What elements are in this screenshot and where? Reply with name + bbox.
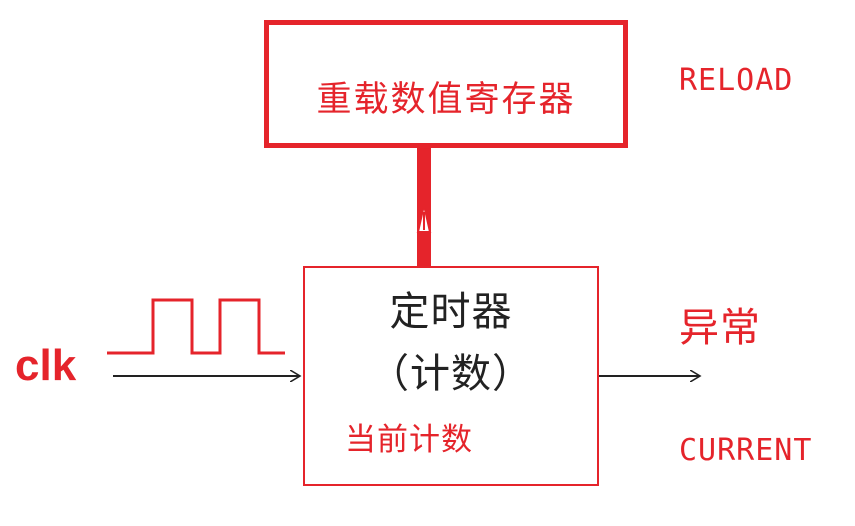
reload-register-title: 重载数值寄存器 [316, 80, 576, 120]
reload-label: RELOAD [679, 63, 794, 98]
exception-output-label: 异常 [679, 305, 761, 351]
clock-waveform [107, 298, 285, 355]
reload-connector [416, 148, 432, 266]
clock-label: clk [15, 341, 77, 390]
current-label: CURRENT [679, 433, 813, 468]
timer-box: 定时器 （计数） 当前计数 [303, 266, 599, 486]
timer-current-count-label: 当前计数 [345, 422, 473, 458]
timer-subtitle: （计数） [369, 351, 533, 397]
reload-register-box: 重载数值寄存器 [264, 20, 628, 148]
timer-title: 定时器 [389, 289, 513, 335]
